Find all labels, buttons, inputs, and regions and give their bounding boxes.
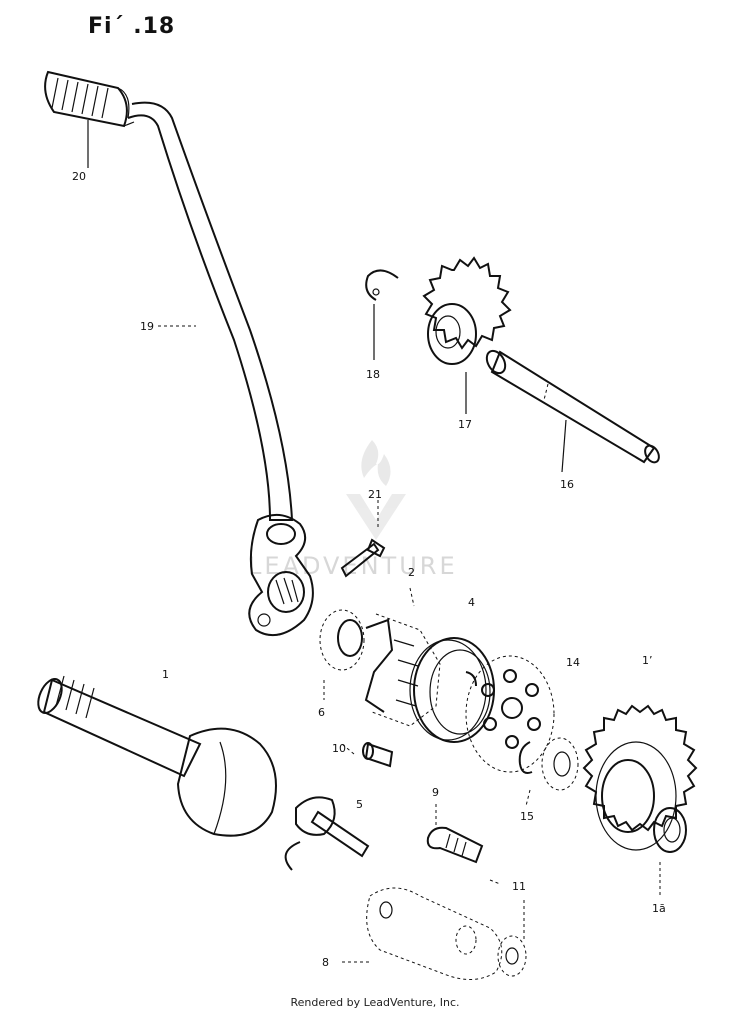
kick-grip-part-20	[44, 70, 135, 128]
callout-21: 21	[368, 488, 382, 501]
bolt-part-9	[426, 826, 484, 864]
callout-13-bottom: 1ā	[652, 902, 666, 915]
washer-part-6	[319, 609, 365, 671]
watermark-text: LEADVENTURE	[248, 552, 458, 580]
idler-shaft-part-16	[485, 349, 660, 464]
bolt-part-21	[340, 538, 386, 578]
leadventure-watermark-logo	[346, 440, 406, 540]
leader-lines	[87, 120, 661, 963]
callout-1: 1	[162, 668, 169, 681]
callout-15: 15	[520, 810, 534, 823]
callout-19: 19	[140, 320, 154, 333]
spring-plate-part-3	[465, 655, 555, 773]
stopper-plate-part-8	[366, 887, 503, 980]
figure-title: Fi´ .18	[88, 14, 176, 39]
kick-starter-shaft-part-1	[37, 675, 277, 837]
circlip-part-15	[518, 741, 533, 774]
callout-5: 5	[356, 798, 363, 811]
callout-8: 8	[322, 956, 329, 969]
callout-18: 18	[366, 368, 380, 381]
callout-4: 4	[468, 596, 475, 609]
rendered-by-footer: Rendered by LeadVenture, Inc.	[290, 996, 460, 1009]
spring-guide-part-7	[284, 796, 370, 871]
kick-drive-gear-part-2	[364, 613, 441, 727]
pin-part-10	[362, 742, 394, 768]
callout-9: 9	[432, 786, 439, 799]
callout-6: 6	[318, 706, 325, 719]
callout-2: 2	[408, 566, 415, 579]
callout-20: 20	[72, 170, 86, 183]
callout-14: 14	[566, 656, 580, 669]
idler-gear-part-17	[422, 256, 512, 365]
callout-13-top: 1ʼ	[642, 654, 653, 667]
callout-10: 10	[332, 742, 346, 755]
circlip-part-18	[365, 269, 399, 301]
washer-part-14	[541, 737, 579, 791]
callout-11: 11	[512, 880, 526, 893]
washer-part-11	[497, 935, 527, 977]
kick-idle-gear-part-13	[582, 704, 698, 853]
callout-16: 16	[560, 478, 574, 491]
callout-17: 17	[458, 418, 472, 431]
callout-labels: 20 19 18 17 16 21 2 4 1 14 1ʼ 6 10 9 5 1…	[72, 170, 666, 969]
kick-lever-part-19	[127, 101, 314, 637]
